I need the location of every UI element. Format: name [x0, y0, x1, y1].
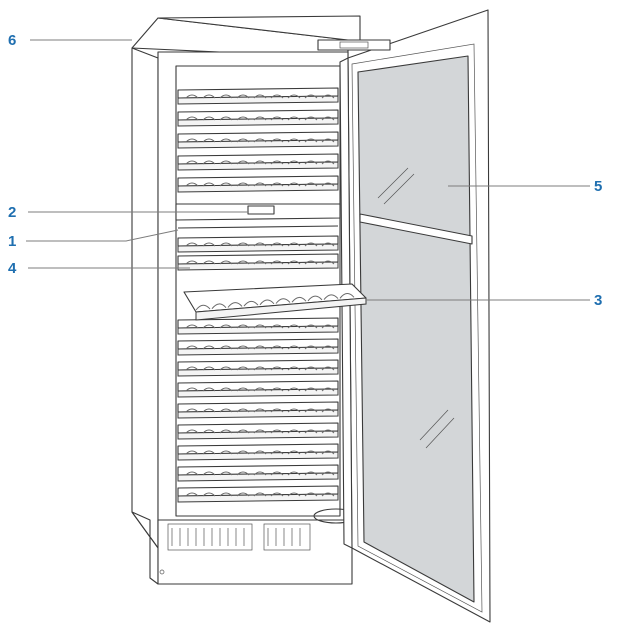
upper-shelf: [177, 153, 339, 171]
leader-1: [26, 229, 179, 242]
pulled-shelf-wire: [195, 304, 211, 311]
pulled-shelf-wire: [275, 298, 291, 304]
upper-shelf: [177, 87, 339, 105]
callout-4: 4: [8, 260, 17, 277]
lower-shelf: [177, 401, 339, 419]
lower-shelf: [177, 235, 339, 253]
upper-shelf: [177, 131, 339, 149]
callout-1: 1: [8, 233, 16, 250]
lower-shelf: [177, 380, 339, 398]
lower-shelf: [177, 485, 339, 503]
lower-shelf: [177, 317, 339, 335]
upper-shelf: [177, 109, 339, 127]
lower-shelf: [177, 443, 339, 461]
lower-shelves: [177, 235, 339, 503]
illumination-strip: [177, 225, 339, 229]
pulled-shelf-wire: [243, 300, 259, 307]
pulled-shelf-wire: [307, 295, 323, 302]
pulled-shelf-wire: [211, 303, 227, 310]
pulled-shelf-wire: [323, 294, 339, 300]
lower-shelf: [177, 464, 339, 482]
callout-6: 6: [8, 32, 16, 49]
upper-shelves: [177, 87, 339, 193]
lower-shelf: [177, 253, 339, 271]
pulled-shelf-wire: [259, 299, 275, 306]
control-panel: [175, 203, 341, 221]
pulled-shelf-wire: [339, 293, 355, 299]
lower-shelf: [177, 338, 339, 356]
pulled-shelf-wire: [291, 296, 307, 303]
pulled-shelf-wire: [227, 302, 243, 308]
lower-shelf: [177, 422, 339, 440]
callout-2: 2: [8, 204, 16, 221]
door: [317, 9, 491, 623]
upper-shelf: [177, 175, 339, 193]
callout-5: 5: [594, 178, 602, 195]
pulled-out-shelf: [183, 283, 367, 321]
callout-3: 3: [594, 292, 602, 309]
lower-shelf: [177, 359, 339, 377]
leader-lines: [26, 39, 590, 301]
